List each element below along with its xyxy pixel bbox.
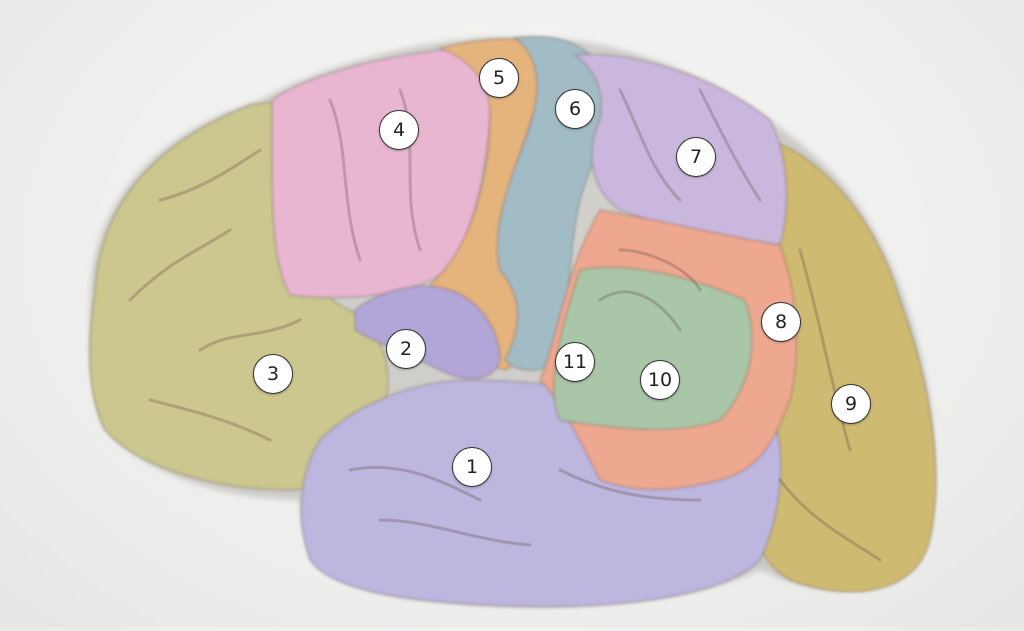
region-label-2: 2	[386, 329, 426, 369]
region-label-8: 8	[761, 302, 801, 342]
region-label-5: 5	[479, 58, 519, 98]
region-label-6: 6	[555, 89, 595, 129]
region-label-4: 4	[379, 110, 419, 150]
region-label-7: 7	[676, 137, 716, 177]
region-10-area	[552, 266, 753, 431]
region-label-11: 11	[555, 342, 595, 382]
region-label-1: 1	[452, 447, 492, 487]
region-label-10: 10	[640, 360, 680, 400]
region-label-9: 9	[831, 384, 871, 424]
region-label-3: 3	[253, 354, 293, 394]
